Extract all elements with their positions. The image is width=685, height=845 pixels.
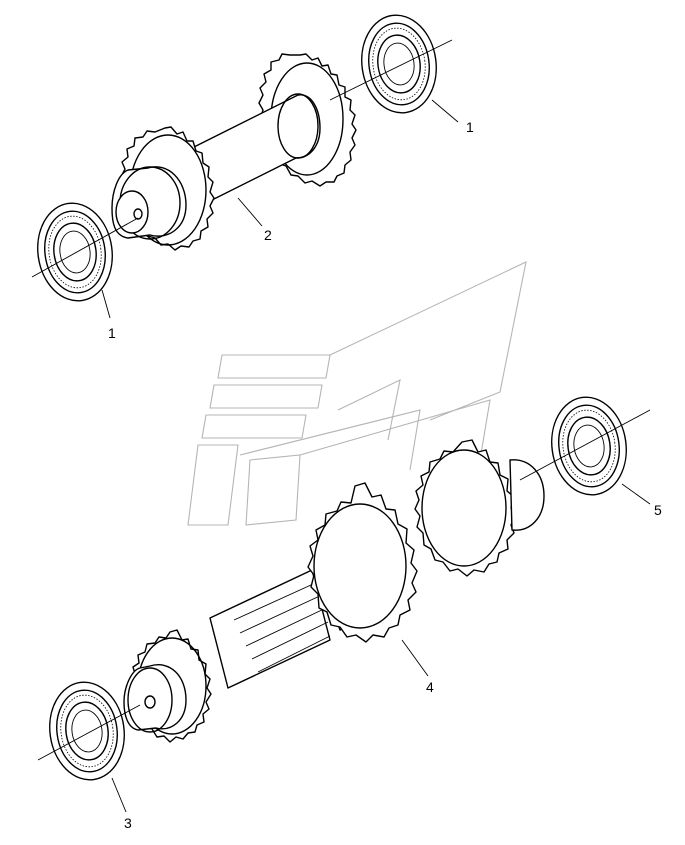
callout-bearing-bottom-right: 5 — [654, 502, 662, 518]
spline-grooves — [233, 579, 331, 673]
shaft-2 — [111, 53, 357, 251]
gear-lower-middle — [307, 482, 418, 643]
bearing-bottom-right — [519, 391, 651, 501]
callout-bearing-top-right: 1 — [466, 119, 474, 135]
bearing-top-right — [329, 9, 453, 119]
bearing-bottom-left — [37, 676, 141, 786]
watermark-logo — [187, 261, 527, 526]
callout-bearing-top-left: 1 — [108, 325, 116, 341]
shaft-4 — [123, 439, 545, 743]
gear-lower-rear — [414, 439, 517, 577]
callout-bearing-bottom-left: 3 — [124, 815, 132, 831]
bearing-top-left — [30, 197, 139, 307]
callout-shaft-upper: 2 — [264, 227, 272, 243]
callout-shaft-lower: 4 — [426, 679, 434, 695]
